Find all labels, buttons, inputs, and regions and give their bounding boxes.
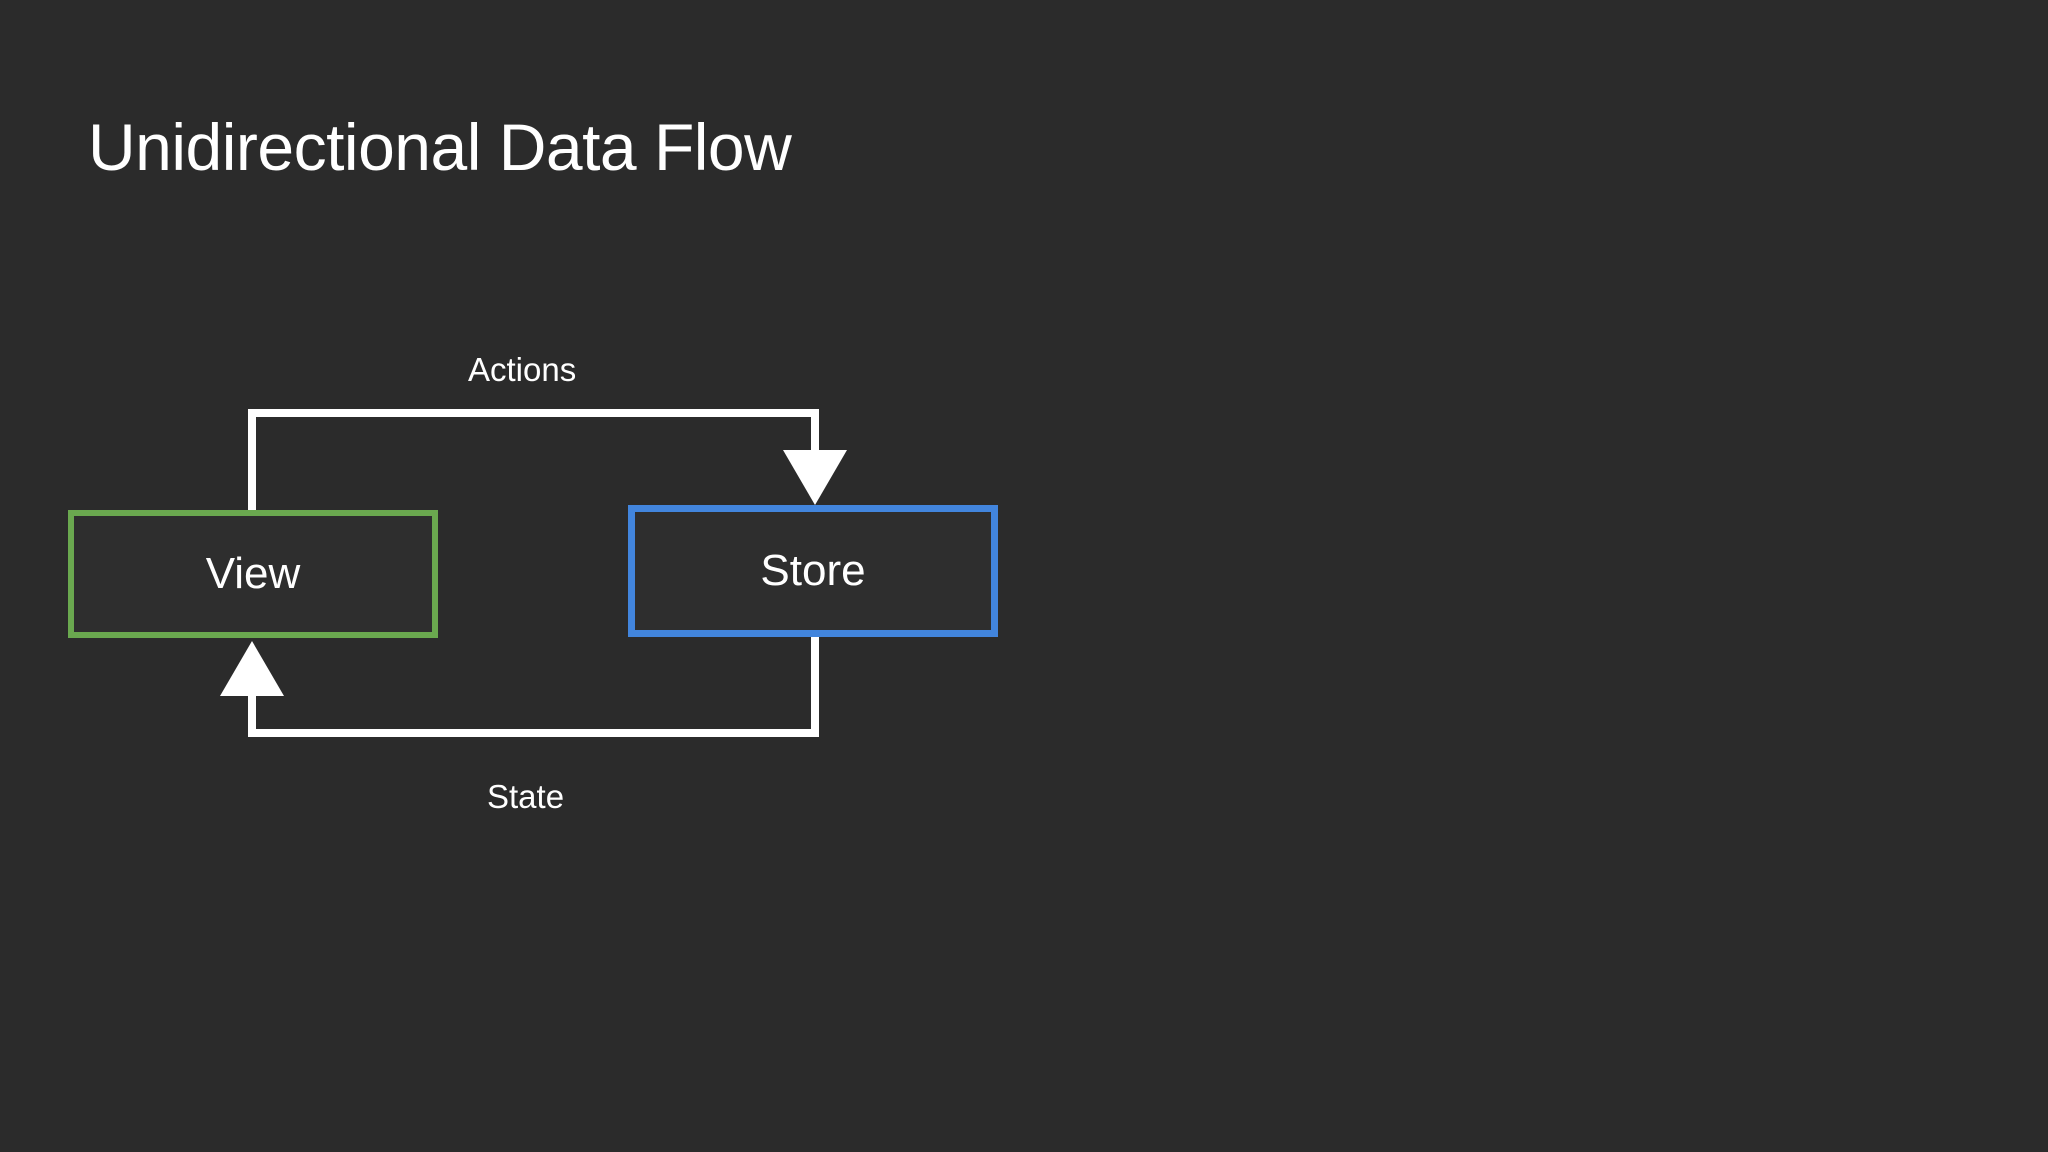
page-title: Unidirectional Data Flow (88, 110, 792, 184)
edge-label-state: State (487, 778, 565, 815)
node-store-label: Store (760, 546, 866, 595)
edge-actions-line (248, 409, 819, 512)
node-view-label: View (205, 549, 301, 598)
node-view[interactable]: View (68, 510, 438, 638)
edge-label-actions: Actions (468, 351, 577, 388)
node-store[interactable]: Store (628, 505, 998, 637)
edge-actions-arrowhead-icon (783, 450, 847, 505)
edge-state-line (248, 637, 819, 737)
edge-state-arrowhead-icon (220, 641, 284, 696)
